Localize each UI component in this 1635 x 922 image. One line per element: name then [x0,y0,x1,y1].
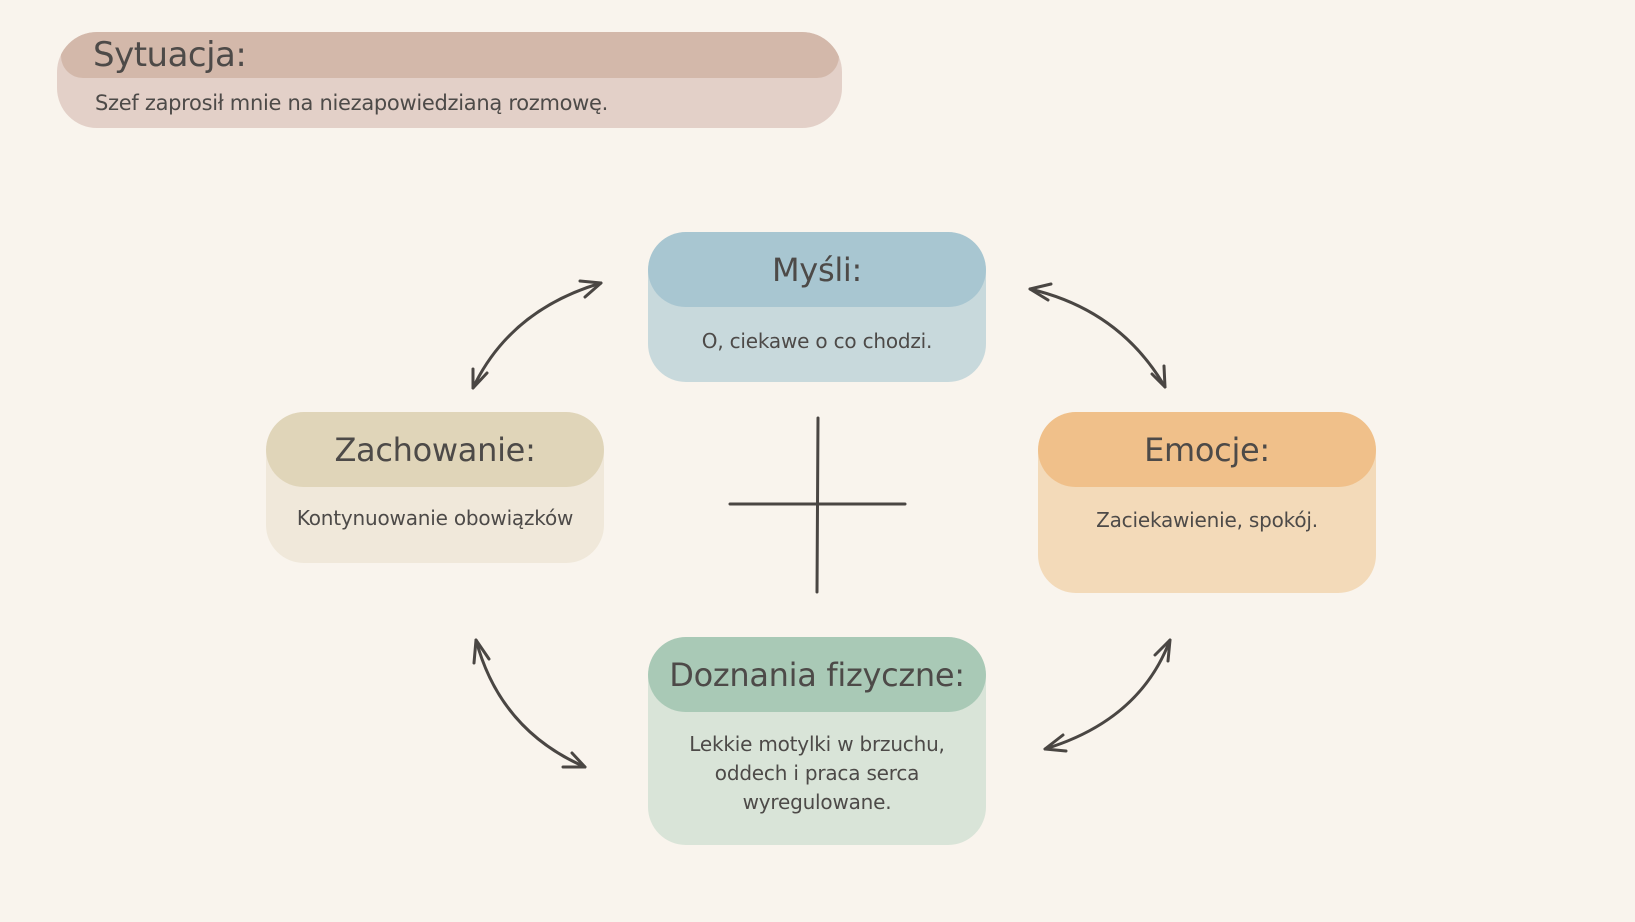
emotions-title: Emocje: [1144,430,1270,469]
physical-line-2: oddech i praca serca [714,761,920,785]
situation-box: Sytuacja: Szef zaprosił mnie na niezapow… [57,32,842,128]
situation-header [61,32,839,78]
physical-sensations-title: Doznania fizyczne: [669,655,965,694]
thoughts-title: Myśli: [772,250,862,289]
behavior-body: Kontynuowanie obowiązków [266,487,604,563]
behavior-card: Zachowanie: Kontynuowanie obowiązków [266,412,604,563]
arrow-emotions-physical-icon [1043,638,1172,753]
thoughts-header: Myśli: [648,232,986,307]
physical-line-3: wyregulowane. [742,790,892,814]
physical-sensations-card: Doznania fizyczne: Lekkie motylki w brzu… [648,637,986,845]
situation-title: Sytuacja: [93,35,247,75]
behavior-text: Kontynuowanie obowiązków [296,506,574,530]
physical-sensations-header: Doznania fizyczne: [648,637,986,712]
thoughts-card: Myśli: O, ciekawe o co chodzi. [648,232,986,382]
physical-line-1: Lekkie motylki w brzuchu, [689,732,945,756]
cross-lines-icon [728,416,907,594]
physical-sensations-text: Lekkie motylki w brzuchu, oddech i praca… [689,730,945,845]
emotions-card: Emocje: Zaciekawienie, spokój. [1038,412,1376,593]
emotions-header: Emocje: [1038,412,1376,487]
behavior-header: Zachowanie: [266,412,604,487]
behavior-title: Zachowanie: [334,430,536,469]
emotions-text: Zaciekawienie, spokój. [1096,508,1318,532]
arrow-thoughts-emotions-icon [1028,282,1167,389]
emotions-body: Zaciekawienie, spokój. [1038,487,1376,593]
thoughts-body: O, ciekawe o co chodzi. [648,307,986,382]
situation-text: Szef zaprosił mnie na niezapowiedzianą r… [95,91,609,115]
physical-sensations-body: Lekkie motylki w brzuchu, oddech i praca… [648,712,986,845]
arrow-physical-behavior-icon [472,638,587,769]
arrow-behavior-thoughts-icon [471,279,603,390]
thoughts-text: O, ciekawe o co chodzi. [701,329,933,353]
